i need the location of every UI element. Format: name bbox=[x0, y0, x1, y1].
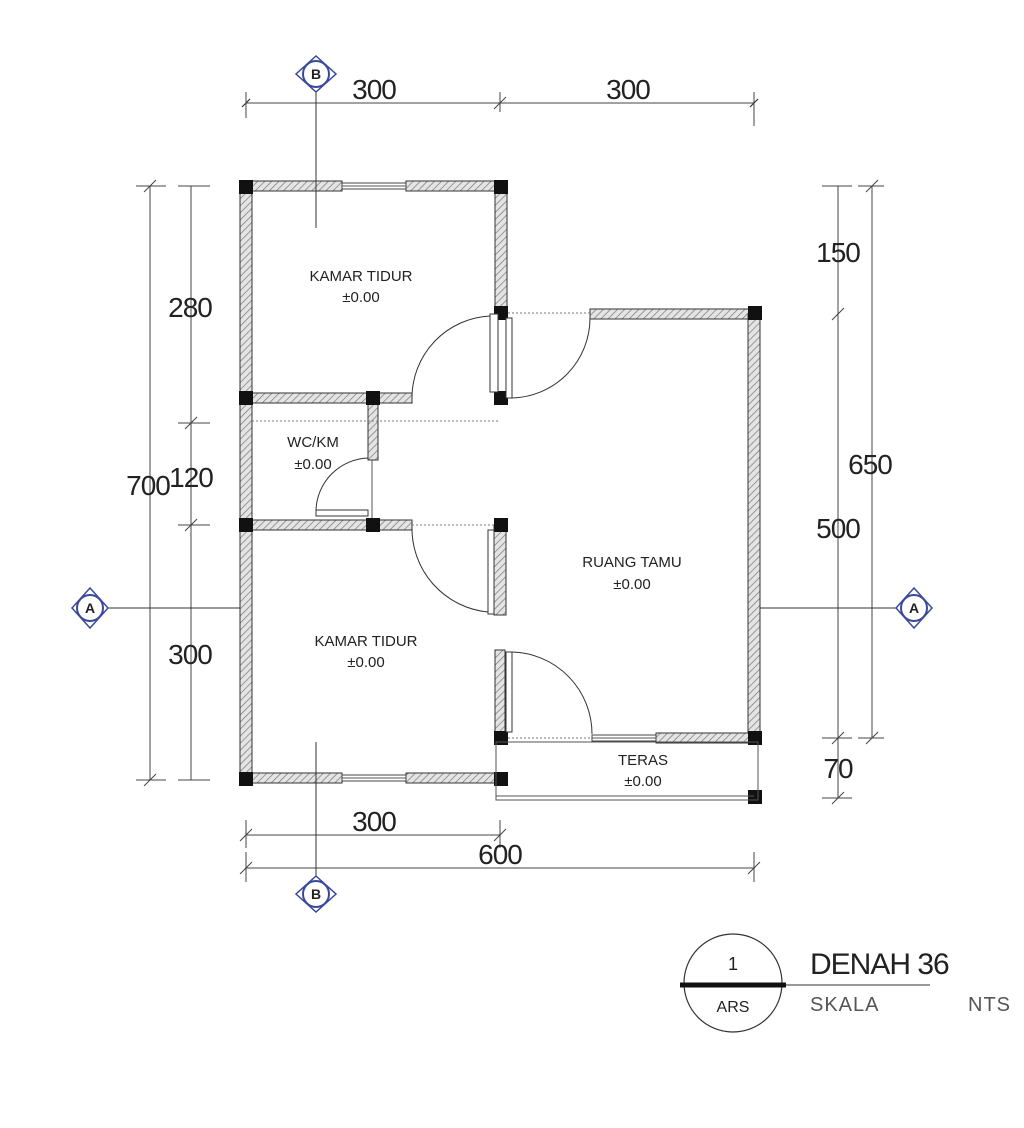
dimension-labels: 300 300 300 600 700 280 120 300 150 650 … bbox=[126, 74, 893, 870]
teras-outline bbox=[495, 741, 759, 801]
room-level-teras: ±0.00 bbox=[624, 773, 661, 790]
room-labels: KAMAR TIDUR ±0.00 WC/KM ±0.00 KAMAR TIDU… bbox=[287, 268, 682, 790]
dim-left-total: 700 bbox=[126, 470, 170, 501]
dim-left-bottom: 300 bbox=[168, 639, 212, 670]
room-level-kamar-tidur-bottom: ±0.00 bbox=[347, 654, 384, 671]
room-level-wc-km: ±0.00 bbox=[294, 456, 331, 473]
dim-left-mid: 120 bbox=[169, 462, 213, 493]
dim-bottom-inner: 300 bbox=[352, 806, 396, 837]
room-name-kamar-tidur-top: KAMAR TIDUR bbox=[309, 268, 412, 285]
walls bbox=[239, 180, 761, 784]
dim-right-total: 650 bbox=[848, 449, 892, 480]
room-level-kamar-tidur-top: ±0.00 bbox=[342, 289, 379, 306]
sheet-code: ARS bbox=[717, 999, 750, 1016]
dim-bottom-total: 600 bbox=[478, 839, 522, 870]
dim-right-bottom: 70 bbox=[823, 753, 853, 784]
openings bbox=[252, 312, 759, 801]
drawing-title: DENAH 36 bbox=[810, 948, 949, 981]
svg-text:A: A bbox=[85, 600, 95, 616]
section-marker-b-top: B bbox=[294, 54, 338, 94]
windows bbox=[341, 182, 657, 782]
scale-value: NTS bbox=[968, 994, 1011, 1016]
room-name-teras: TERAS bbox=[618, 752, 668, 769]
svg-text:B: B bbox=[311, 886, 321, 902]
dim-top-right: 300 bbox=[606, 74, 650, 105]
dimension-lines bbox=[136, 92, 884, 882]
section-marker-b-bottom: B bbox=[294, 874, 338, 914]
title-block: 1 ARS DENAH 36 SKALA NTS bbox=[680, 933, 1011, 1033]
section-markers: B B A A bbox=[70, 54, 934, 914]
dim-right-mid: 500 bbox=[816, 513, 860, 544]
dim-left-top: 280 bbox=[168, 292, 212, 323]
dim-top-left: 300 bbox=[352, 74, 396, 105]
scale-label: SKALA bbox=[810, 994, 879, 1016]
room-name-kamar-tidur-bottom: KAMAR TIDUR bbox=[314, 633, 417, 650]
room-level-ruang-tamu: ±0.00 bbox=[613, 576, 650, 593]
dim-right-top: 150 bbox=[816, 237, 860, 268]
section-marker-a-right: A bbox=[894, 586, 934, 630]
room-name-ruang-tamu: RUANG TAMU bbox=[582, 554, 681, 571]
room-name-wc-km: WC/KM bbox=[287, 434, 339, 451]
doors bbox=[315, 313, 593, 735]
sheet-number: 1 bbox=[728, 954, 738, 974]
svg-text:B: B bbox=[311, 66, 321, 82]
section-marker-a-left: A bbox=[70, 586, 110, 630]
svg-text:A: A bbox=[909, 600, 919, 616]
